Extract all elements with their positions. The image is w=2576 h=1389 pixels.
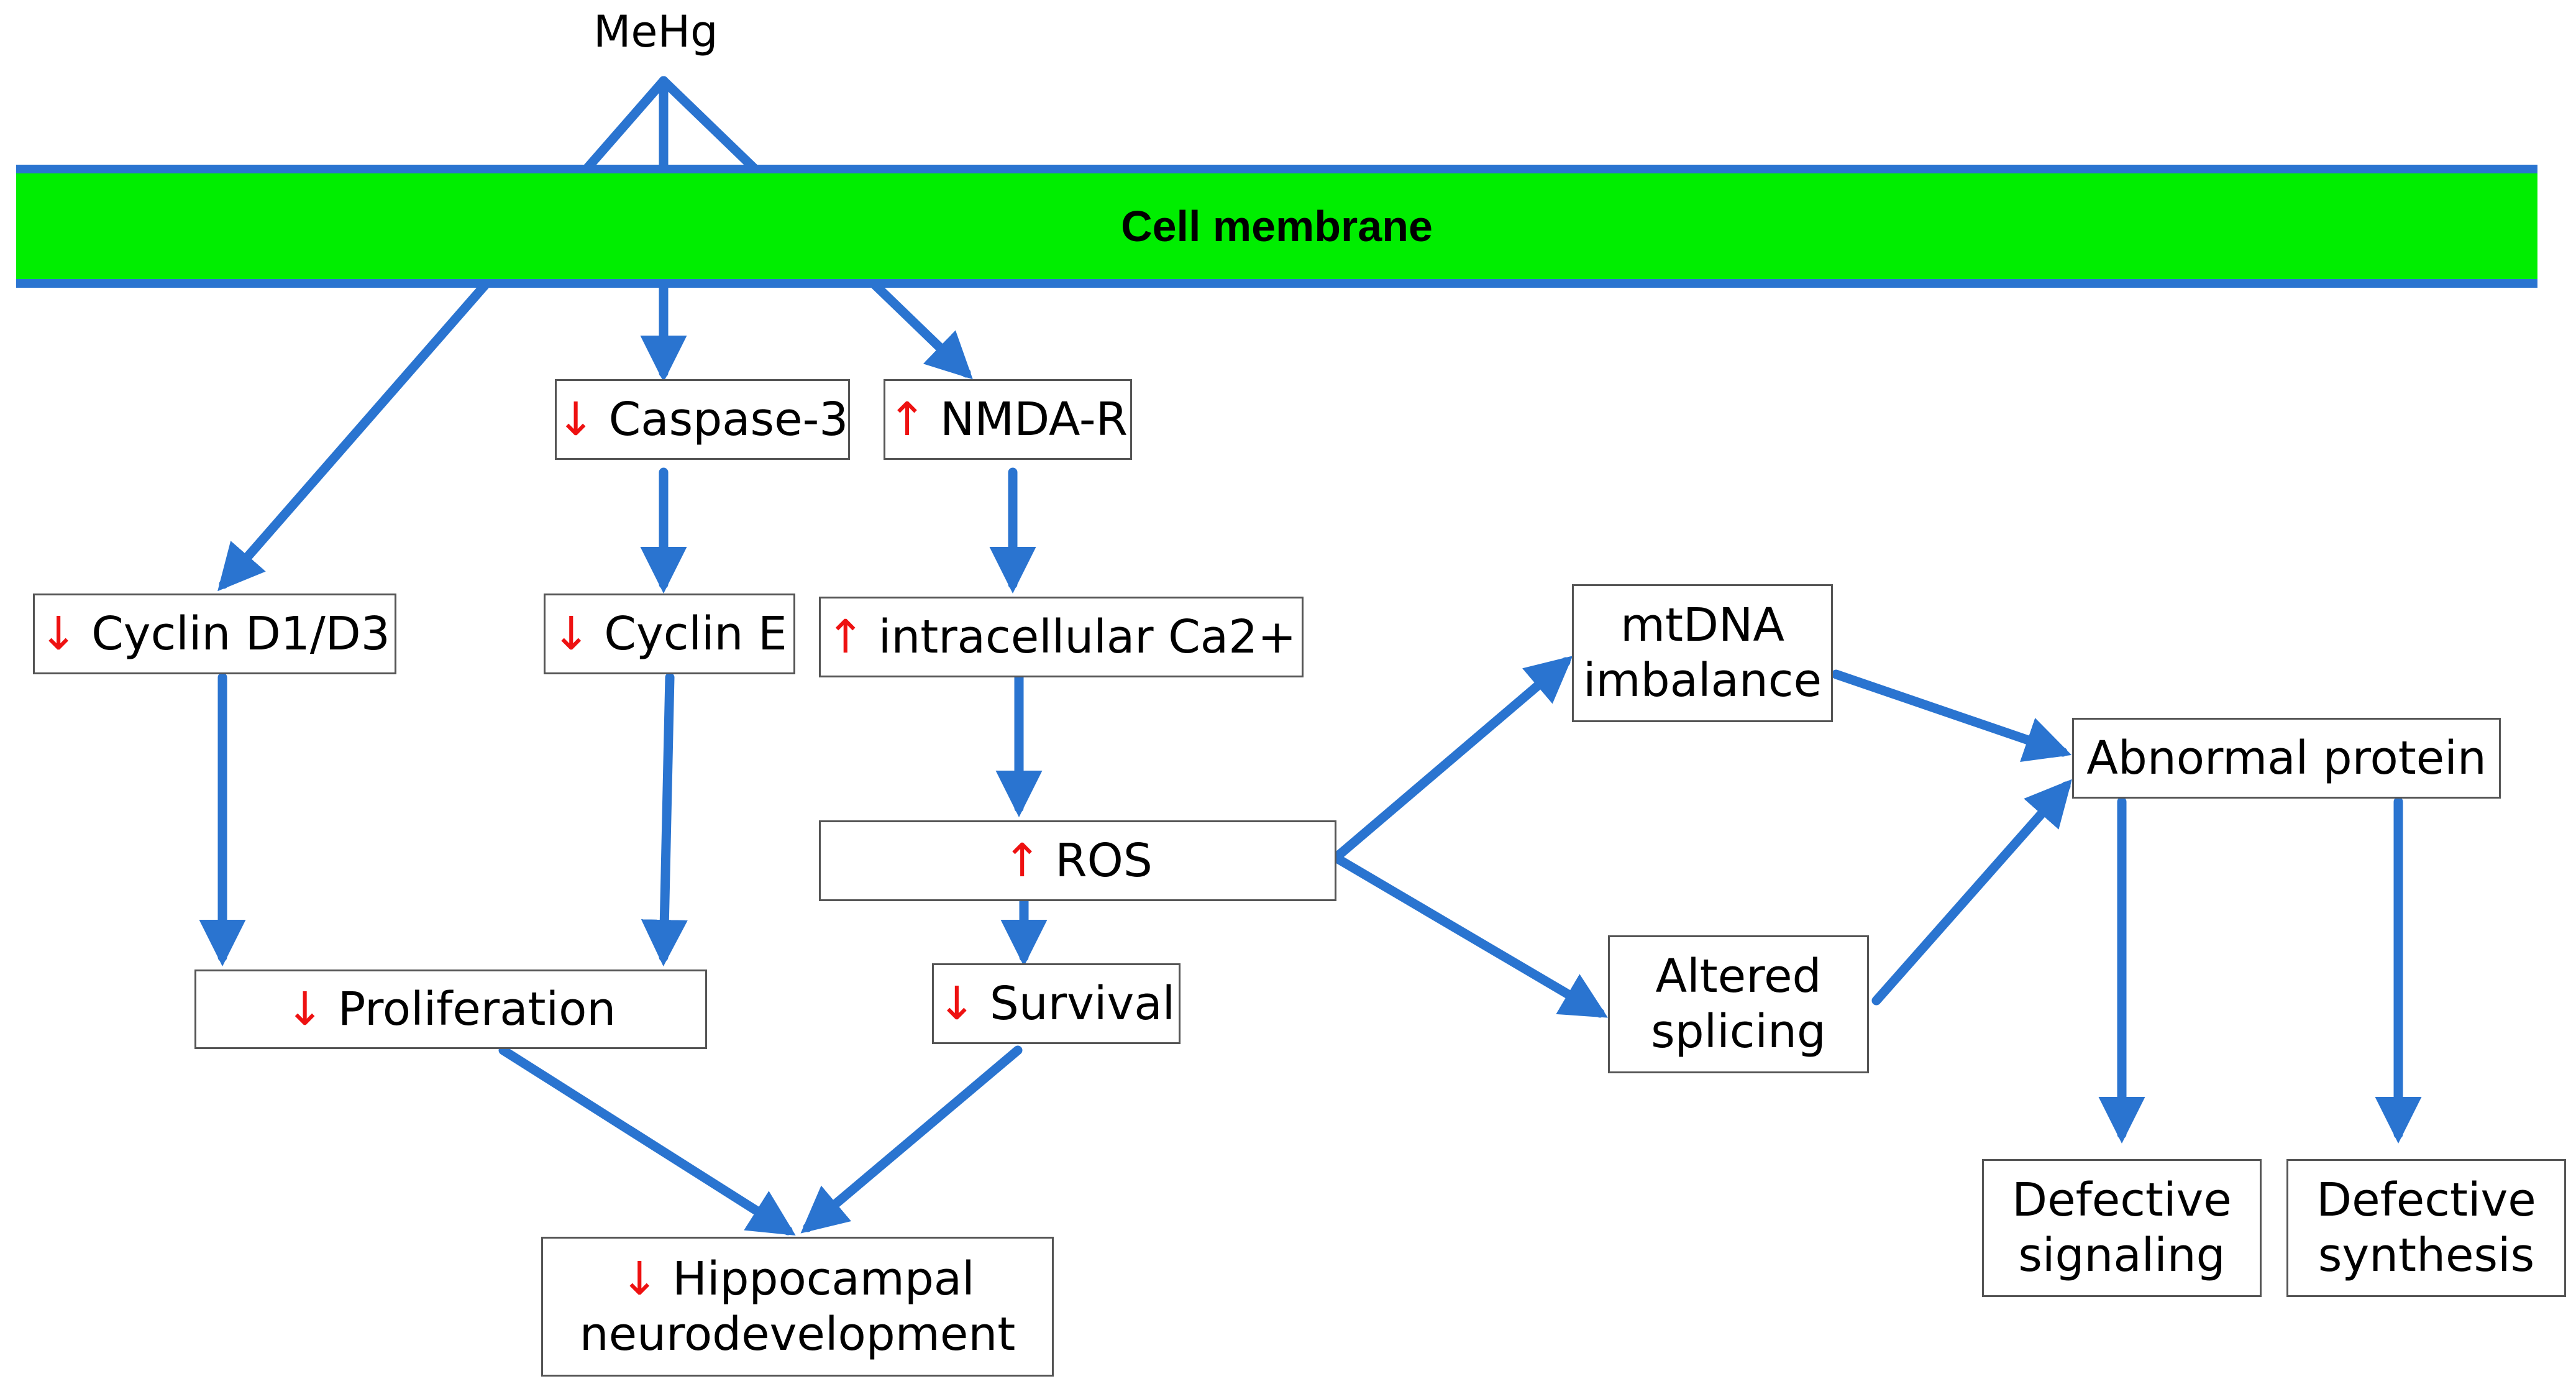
node-abnormal-protein: Abnormal protein	[2072, 718, 2501, 799]
cyclin-d-label: Cyclin D1/D3	[91, 607, 390, 661]
signaling-line2: signaling	[2018, 1229, 2226, 1282]
caspase3-label: Caspase-3	[608, 392, 849, 446]
mehg-label: MeHg	[593, 6, 718, 57]
node-nmdar: ↑ NMDA-R	[884, 379, 1132, 460]
down-arrow-icon: ↓	[552, 607, 591, 661]
arrow-mtdna-abnormal	[1831, 669, 2072, 763]
cell-membrane: Cell membrane	[16, 165, 2537, 288]
splicing-line2: splicing	[1651, 1005, 1826, 1058]
up-arrow-icon: ↑	[887, 392, 926, 446]
up-arrow-icon: ↑	[1003, 833, 1042, 887]
cyclin-e-label: Cyclin E	[604, 607, 787, 661]
synthesis-line2: synthesis	[2318, 1229, 2535, 1282]
proliferation-label: Proliferation	[337, 982, 616, 1036]
down-arrow-icon: ↓	[620, 1252, 659, 1306]
node-mtdna: mtDNA imbalance	[1572, 584, 1833, 722]
ca-label: intracellular Ca2+	[878, 610, 1297, 664]
node-cyclin-d: ↓Cyclin D1/D3	[33, 594, 396, 674]
cell-membrane-label: Cell membrane	[1121, 202, 1433, 250]
arrow-splicing-abnormal	[1871, 779, 2072, 1006]
node-ros: ↑ROS	[819, 820, 1336, 901]
node-altered-splicing: Altered splicing	[1608, 935, 1869, 1073]
arrow-prolif-hippo	[498, 1045, 796, 1236]
arrow-ros-mtdna	[1331, 656, 1573, 863]
node-defective-synthesis: Defective synthesis	[2286, 1159, 2566, 1297]
node-cyclin-e: ↓Cyclin E	[544, 594, 795, 674]
up-arrow-icon: ↑	[826, 610, 865, 664]
down-arrow-icon: ↓	[39, 607, 78, 661]
survival-label: Survival	[989, 976, 1176, 1030]
ros-label: ROS	[1055, 833, 1153, 887]
mtdna-line2: imbalance	[1583, 654, 1822, 707]
arrow-survival-hippo	[800, 1045, 1023, 1234]
mtdna-line1: mtDNA	[1620, 598, 1785, 653]
node-survival: ↓Survival	[932, 963, 1181, 1044]
nmdar-label: NMDA-R	[940, 392, 1128, 446]
node-defective-signaling: Defective signaling	[1982, 1159, 2262, 1297]
node-intracellular-ca: ↑intracellular Ca2+	[819, 597, 1304, 677]
node-caspase3: ↓Caspase-3	[555, 379, 850, 460]
abnormal-protein-label: Abnormal protein	[2086, 731, 2487, 785]
down-arrow-icon: ↓	[556, 392, 595, 446]
arrow-mehg-cyclin-d	[217, 76, 669, 592]
node-proliferation: ↓Proliferation	[194, 970, 707, 1049]
hippocampal-line1: Hippocampal	[672, 1252, 975, 1306]
down-arrow-icon: ↓	[285, 982, 324, 1036]
splicing-line1: Altered	[1655, 950, 1822, 1004]
arrow-ros-splicing	[1331, 853, 1608, 1018]
synthesis-line1: Defective	[2316, 1173, 2536, 1227]
node-hippocampal: ↓Hippocampal neurodevelopment	[541, 1237, 1054, 1377]
hippocampal-line2: neurodevelopment	[579, 1307, 1016, 1361]
signaling-line1: Defective	[2012, 1173, 2232, 1227]
arrow-cyclin-e-prolif	[641, 672, 688, 966]
down-arrow-icon: ↓	[937, 976, 976, 1030]
